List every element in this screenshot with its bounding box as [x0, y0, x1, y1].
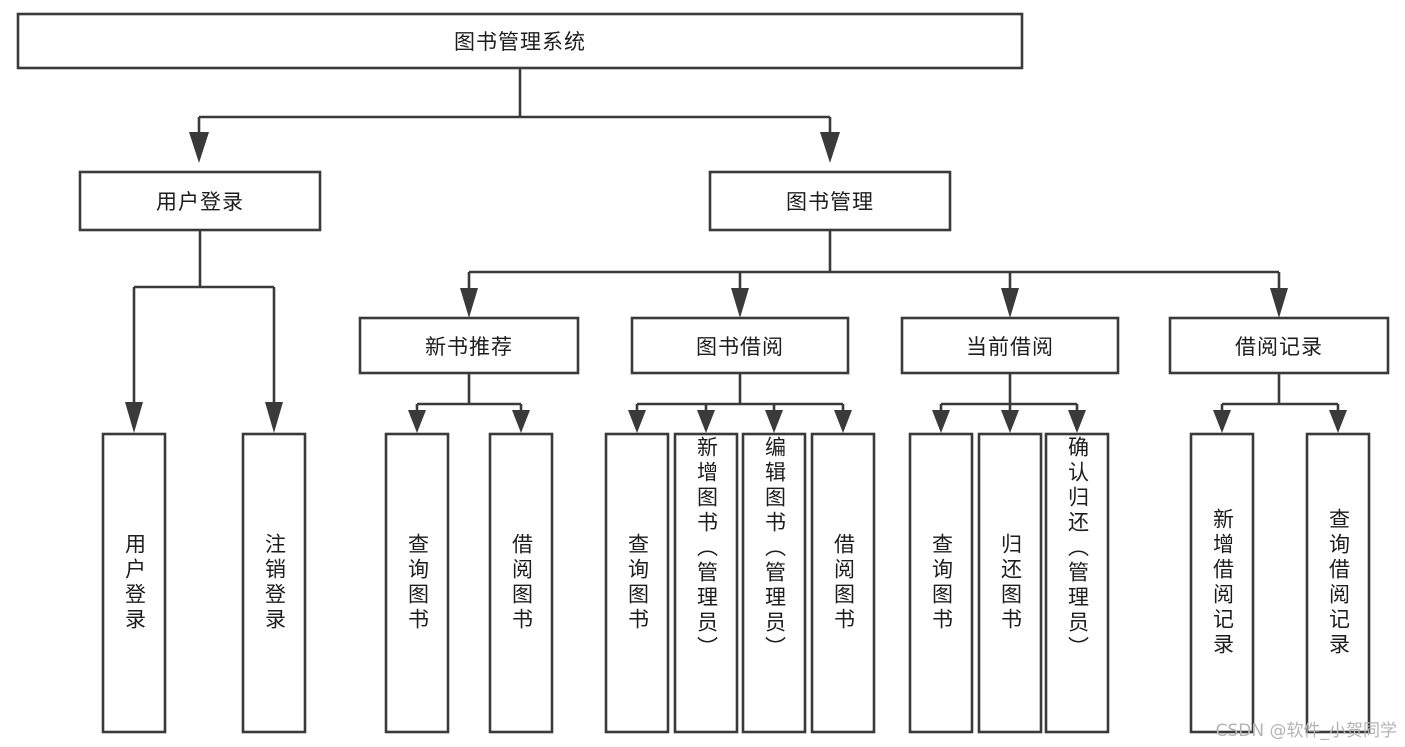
- arrow-leaf-return-book: [1001, 410, 1019, 433]
- csdn-watermark: CSDN @软件_小贺同学: [1215, 721, 1397, 741]
- arrow-leaf-query-book-2: [628, 410, 646, 433]
- arrow-leaf-borrow-book-1: [512, 410, 530, 433]
- leaf-confirm-return-box[interactable]: [1044, 432, 1110, 734]
- arrow-to-book-borrow: [731, 288, 749, 318]
- leaf-user-login-box[interactable]: [101, 432, 167, 734]
- leaf-query-book-3-box[interactable]: [908, 432, 974, 734]
- leaf-query-book-2-box[interactable]: [604, 432, 670, 734]
- node-new-book-rec-box[interactable]: [358, 316, 580, 375]
- leaf-query-book-1-box[interactable]: [384, 432, 450, 734]
- arrow-to-current-borrow: [1001, 288, 1019, 318]
- leaf-logout-box[interactable]: [241, 432, 307, 734]
- arrow-to-borrow-record: [1270, 288, 1288, 318]
- leaf-query-record-box[interactable]: [1305, 432, 1371, 734]
- arrow-leaf-confirm-return: [1068, 410, 1086, 433]
- node-book-borrow-box[interactable]: [630, 316, 850, 375]
- leaf-add-book-box[interactable]: [673, 432, 739, 734]
- node-user-login-box[interactable]: [78, 170, 322, 232]
- arrow-to-book-manage: [820, 132, 840, 163]
- arrow-leaf-user-login: [125, 402, 143, 433]
- arrow-leaf-add-record: [1213, 410, 1231, 433]
- arrow-leaf-borrow-book-2: [834, 410, 852, 433]
- node-borrow-record-box[interactable]: [1168, 316, 1390, 375]
- leaf-borrow-book-2-box[interactable]: [810, 432, 876, 734]
- leaf-return-book-box[interactable]: [977, 432, 1043, 734]
- node-current-borrow-box[interactable]: [900, 316, 1120, 375]
- arrow-leaf-query-record: [1329, 410, 1347, 433]
- node-root-box[interactable]: [16, 12, 1024, 70]
- arrow-leaf-add-book: [697, 410, 715, 433]
- leaf-add-record-box[interactable]: [1189, 432, 1255, 734]
- arrow-leaf-query-book-3: [932, 410, 950, 433]
- arrow-leaf-logout: [265, 402, 283, 433]
- arrow-to-new-book-rec: [460, 288, 478, 318]
- node-book-manage-box[interactable]: [708, 170, 952, 232]
- leaf-borrow-book-1-box[interactable]: [488, 432, 554, 734]
- leaf-edit-book-box[interactable]: [741, 432, 807, 734]
- arrow-leaf-edit-book: [765, 410, 783, 433]
- arrow-leaf-query-book-1: [408, 410, 426, 433]
- arrow-to-user-login: [189, 132, 209, 163]
